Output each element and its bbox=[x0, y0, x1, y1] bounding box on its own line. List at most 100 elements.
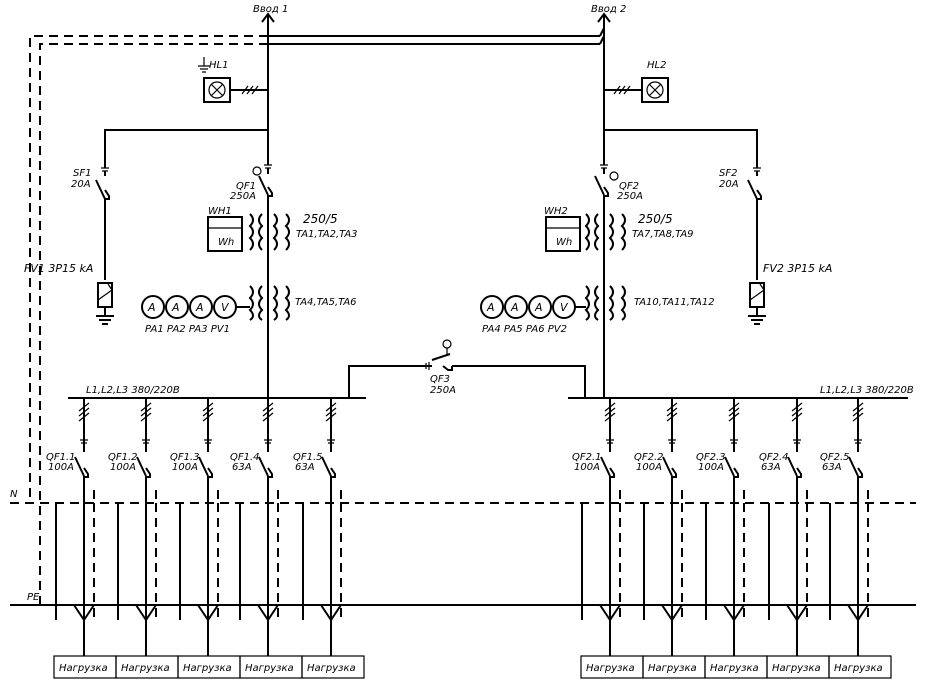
hl1-label: HL1 bbox=[209, 60, 228, 71]
feeder-right-5-switch-icon bbox=[848, 456, 863, 630]
hl2-label: HL2 bbox=[647, 60, 666, 71]
qf3-rating: 250A bbox=[430, 385, 456, 396]
feeder-left-1-hatch-icon bbox=[78, 402, 90, 422]
sf2-label: SF2 bbox=[719, 168, 737, 179]
ct2-group-label: TA4,TA5,TA6 bbox=[295, 297, 357, 308]
load-right-2-label: Нагрузка bbox=[648, 663, 697, 674]
feeder-right-3-rating: 100A bbox=[698, 462, 724, 473]
feeder-left-2-hatch-icon bbox=[140, 402, 152, 422]
neutral-riser-line bbox=[29, 35, 268, 503]
feeder-right-2-name: QF2.2 bbox=[634, 452, 664, 463]
load-left-5-box bbox=[301, 655, 365, 679]
load-left-5-label: Нагрузка bbox=[307, 663, 356, 674]
qf2-motor-icon bbox=[609, 171, 619, 181]
feeder-right-2-switch-icon bbox=[662, 456, 677, 630]
pe-label: PE bbox=[27, 592, 40, 603]
load-left-1-label: Нагрузка bbox=[59, 663, 108, 674]
feeder-left-2-rating: 100A bbox=[110, 462, 136, 473]
pa3-symbol: A bbox=[195, 301, 204, 314]
feeder-right-4-hatch-icon bbox=[791, 402, 803, 422]
qf2-label: QF2 bbox=[619, 181, 639, 192]
feeder-left-5-rating: 63A bbox=[295, 462, 315, 473]
feeder-left-2-name: QF1.2 bbox=[108, 452, 138, 463]
ct1-ratio: 250/5 bbox=[303, 212, 338, 226]
feeder-right-4-name: QF2.4 bbox=[759, 452, 789, 463]
fv2-ground-icon bbox=[748, 307, 766, 325]
sf1-switch-icon bbox=[95, 171, 106, 200]
feeder-left-1-switch-icon bbox=[74, 456, 89, 630]
feeder-right-3-switch-icon bbox=[724, 456, 739, 630]
feeder-right-1-switch-icon bbox=[600, 456, 615, 630]
qf1-rating: 250A bbox=[230, 191, 256, 202]
pa5-symbol: A bbox=[510, 301, 519, 314]
feeder-left-4-name: QF1.4 bbox=[230, 452, 260, 463]
fv1-label: FV1 3P15 kA bbox=[24, 262, 93, 275]
qf3-label: QF3 bbox=[430, 374, 450, 385]
load-right-3-label: Нагрузка bbox=[710, 663, 759, 674]
pa2-ammeter-icon bbox=[165, 295, 189, 319]
feeder-right-3-name: QF2.3 bbox=[696, 452, 726, 463]
feeder-left-3-name: QF1.3 bbox=[170, 452, 200, 463]
load-left-3-label: Нагрузка bbox=[183, 663, 232, 674]
load-right-1-label: Нагрузка bbox=[586, 663, 635, 674]
busbar-left-label: L1,L2,L3 380/220B bbox=[86, 385, 180, 396]
ta4-ta6-current-transformer-icon bbox=[248, 285, 290, 321]
pa2-symbol: A bbox=[171, 301, 180, 314]
load-right-5-label: Нагрузка bbox=[834, 663, 883, 674]
busbar-right-label: L1,L2,L3 380/220B bbox=[820, 385, 914, 396]
tie-breaker-line bbox=[348, 365, 586, 398]
ct4-group-label: TA10,TA11,TA12 bbox=[634, 297, 715, 308]
feeder-left-5-name: QF1.5 bbox=[293, 452, 323, 463]
feeder-right-1-hatch-icon bbox=[604, 402, 616, 422]
qf3-motor-icon bbox=[442, 339, 452, 349]
load-left-2-label: Нагрузка bbox=[121, 663, 170, 674]
input1-instruments bbox=[141, 295, 250, 319]
feeder-right-1-rating: 100A bbox=[574, 462, 600, 473]
hl1-lamp-icon bbox=[208, 81, 226, 99]
input1-instrument-labels: PA1 PA2 PA3 PV1 bbox=[145, 324, 230, 335]
qf2-rating: 250A bbox=[617, 191, 643, 202]
feeder-left-4-hatch-icon bbox=[262, 402, 274, 422]
feeder-left-4-rating: 63A bbox=[232, 462, 252, 473]
wh2-meter-box bbox=[545, 216, 581, 252]
wh2-label: WH2 bbox=[544, 206, 568, 217]
feeder-right-1-name: QF2.1 bbox=[572, 452, 602, 463]
qf1-motor-icon bbox=[252, 166, 262, 176]
pv1-symbol: V bbox=[221, 301, 230, 314]
pa3-ammeter-icon bbox=[189, 295, 213, 319]
ta10-ta12-current-transformer-icon bbox=[584, 285, 626, 321]
load-right-5-box bbox=[828, 655, 892, 679]
feeder-right-2-hatch-icon bbox=[666, 402, 678, 422]
pa5-ammeter-icon bbox=[504, 295, 528, 319]
ta1-ta3-current-transformer-icon bbox=[248, 213, 290, 251]
ct3-ratio: 250/5 bbox=[638, 212, 673, 226]
feeder-right-5-hatch-icon bbox=[852, 402, 864, 422]
pv2-symbol: V bbox=[560, 301, 569, 314]
feeder-right-4-rating: 63A bbox=[761, 462, 781, 473]
feeder-right-5-name: QF2.5 bbox=[820, 452, 850, 463]
feeder-right-3-hatch-icon bbox=[728, 402, 740, 422]
feeder-left-1-name: QF1.1 bbox=[46, 452, 76, 463]
input2-label: Ввод 2 bbox=[591, 4, 626, 15]
pa6-ammeter-icon bbox=[528, 295, 552, 319]
feeder-right-5-rating: 63A bbox=[822, 462, 842, 473]
sf1-label: SF1 bbox=[73, 168, 91, 179]
pa4-symbol: A bbox=[486, 301, 495, 314]
fv2-label: FV2 3P15 kA bbox=[763, 262, 832, 275]
sf1-rating: 20A bbox=[71, 179, 91, 190]
ta7-ta9-current-transformer-icon bbox=[584, 213, 626, 251]
input2-instruments bbox=[480, 295, 586, 319]
feeder-left-3-hatch-icon bbox=[202, 402, 214, 422]
qf1-switch-icon bbox=[258, 168, 273, 398]
feeder-left-4-switch-icon bbox=[258, 456, 273, 630]
hl2-lamp-icon bbox=[646, 81, 664, 99]
fv1-ground-icon bbox=[96, 307, 114, 325]
qf1-label: QF1 bbox=[236, 181, 256, 192]
input2-instrument-labels: PA4 PA5 PA6 PV2 bbox=[482, 324, 567, 335]
sf2-rating: 20A bbox=[719, 179, 739, 190]
pa4-ammeter-icon bbox=[480, 295, 504, 319]
pe-riser-line bbox=[39, 43, 268, 605]
feeder-left-5-switch-icon bbox=[321, 456, 336, 630]
sf2-switch-icon bbox=[747, 171, 758, 200]
